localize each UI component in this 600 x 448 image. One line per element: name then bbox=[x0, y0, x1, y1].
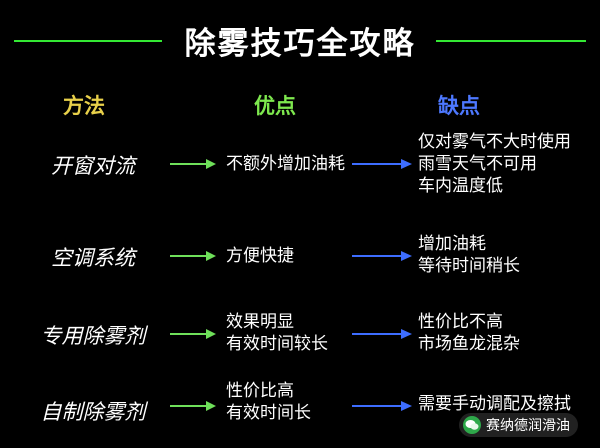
method-name: 专用除雾剂 bbox=[40, 324, 146, 348]
watermark-text: 赛纳德润滑油 bbox=[486, 418, 570, 434]
advantages-list: 不额外增加油耗 bbox=[226, 153, 345, 175]
advantages-list: 性价比高 有效时间长 bbox=[226, 380, 311, 424]
method-name: 开窗对流 bbox=[51, 154, 135, 178]
advantage-item: 有效时间较长 bbox=[226, 334, 328, 354]
disadvantage-item: 仅对雾气不大时使用 bbox=[418, 132, 571, 152]
disadvantage-item: 需要手动调配及擦拭 bbox=[418, 394, 571, 414]
method-name: 自制除雾剂 bbox=[40, 400, 146, 424]
disadvantage-item: 车内温度低 bbox=[418, 176, 503, 196]
wechat-icon bbox=[463, 416, 481, 434]
disadvantages-list: 仅对雾气不大时使用 雨雪天气不可用 车内温度低 bbox=[418, 131, 571, 197]
blue-arrow-icon bbox=[352, 251, 412, 261]
page-title: 除雾技巧全攻略 bbox=[184, 26, 416, 62]
advantage-item: 效果明显 bbox=[226, 312, 294, 332]
disadvantage-item: 市场鱼龙混杂 bbox=[418, 334, 520, 354]
advantage-item: 有效时间长 bbox=[226, 403, 311, 423]
disadvantage-item: 等待时间稍长 bbox=[418, 256, 520, 276]
advantages-list: 效果明显 有效时间较长 bbox=[226, 311, 328, 355]
header-disadvantages: 缺点 bbox=[438, 94, 480, 118]
blue-arrow-icon bbox=[352, 401, 412, 411]
advantage-item: 性价比高 bbox=[226, 381, 294, 401]
advantage-item: 不额外增加油耗 bbox=[226, 154, 345, 174]
blue-arrow-icon bbox=[352, 329, 412, 339]
disadvantages-list: 增加油耗 等待时间稍长 bbox=[418, 233, 520, 277]
advantages-list: 方便快捷 bbox=[226, 245, 294, 267]
blue-arrow-icon bbox=[352, 159, 412, 169]
header-method: 方法 bbox=[63, 94, 105, 118]
green-arrow-icon bbox=[170, 159, 216, 169]
disadvantage-item: 雨雪天气不可用 bbox=[418, 154, 537, 174]
green-arrow-icon bbox=[170, 329, 216, 339]
method-name: 空调系统 bbox=[51, 246, 135, 270]
disadvantages-list: 性价比不高 市场鱼龙混杂 bbox=[418, 311, 520, 355]
disadvantage-item: 增加油耗 bbox=[418, 234, 486, 254]
green-arrow-icon bbox=[170, 251, 216, 261]
advantage-item: 方便快捷 bbox=[226, 246, 294, 266]
title-rule-right bbox=[436, 40, 586, 42]
disadvantage-item: 性价比不高 bbox=[418, 312, 503, 332]
green-arrow-icon bbox=[170, 401, 216, 411]
title-rule-left bbox=[14, 40, 162, 42]
watermark: 赛纳德润滑油 bbox=[459, 413, 578, 437]
header-advantages: 优点 bbox=[254, 94, 296, 118]
disadvantages-list: 需要手动调配及擦拭 bbox=[418, 393, 571, 415]
